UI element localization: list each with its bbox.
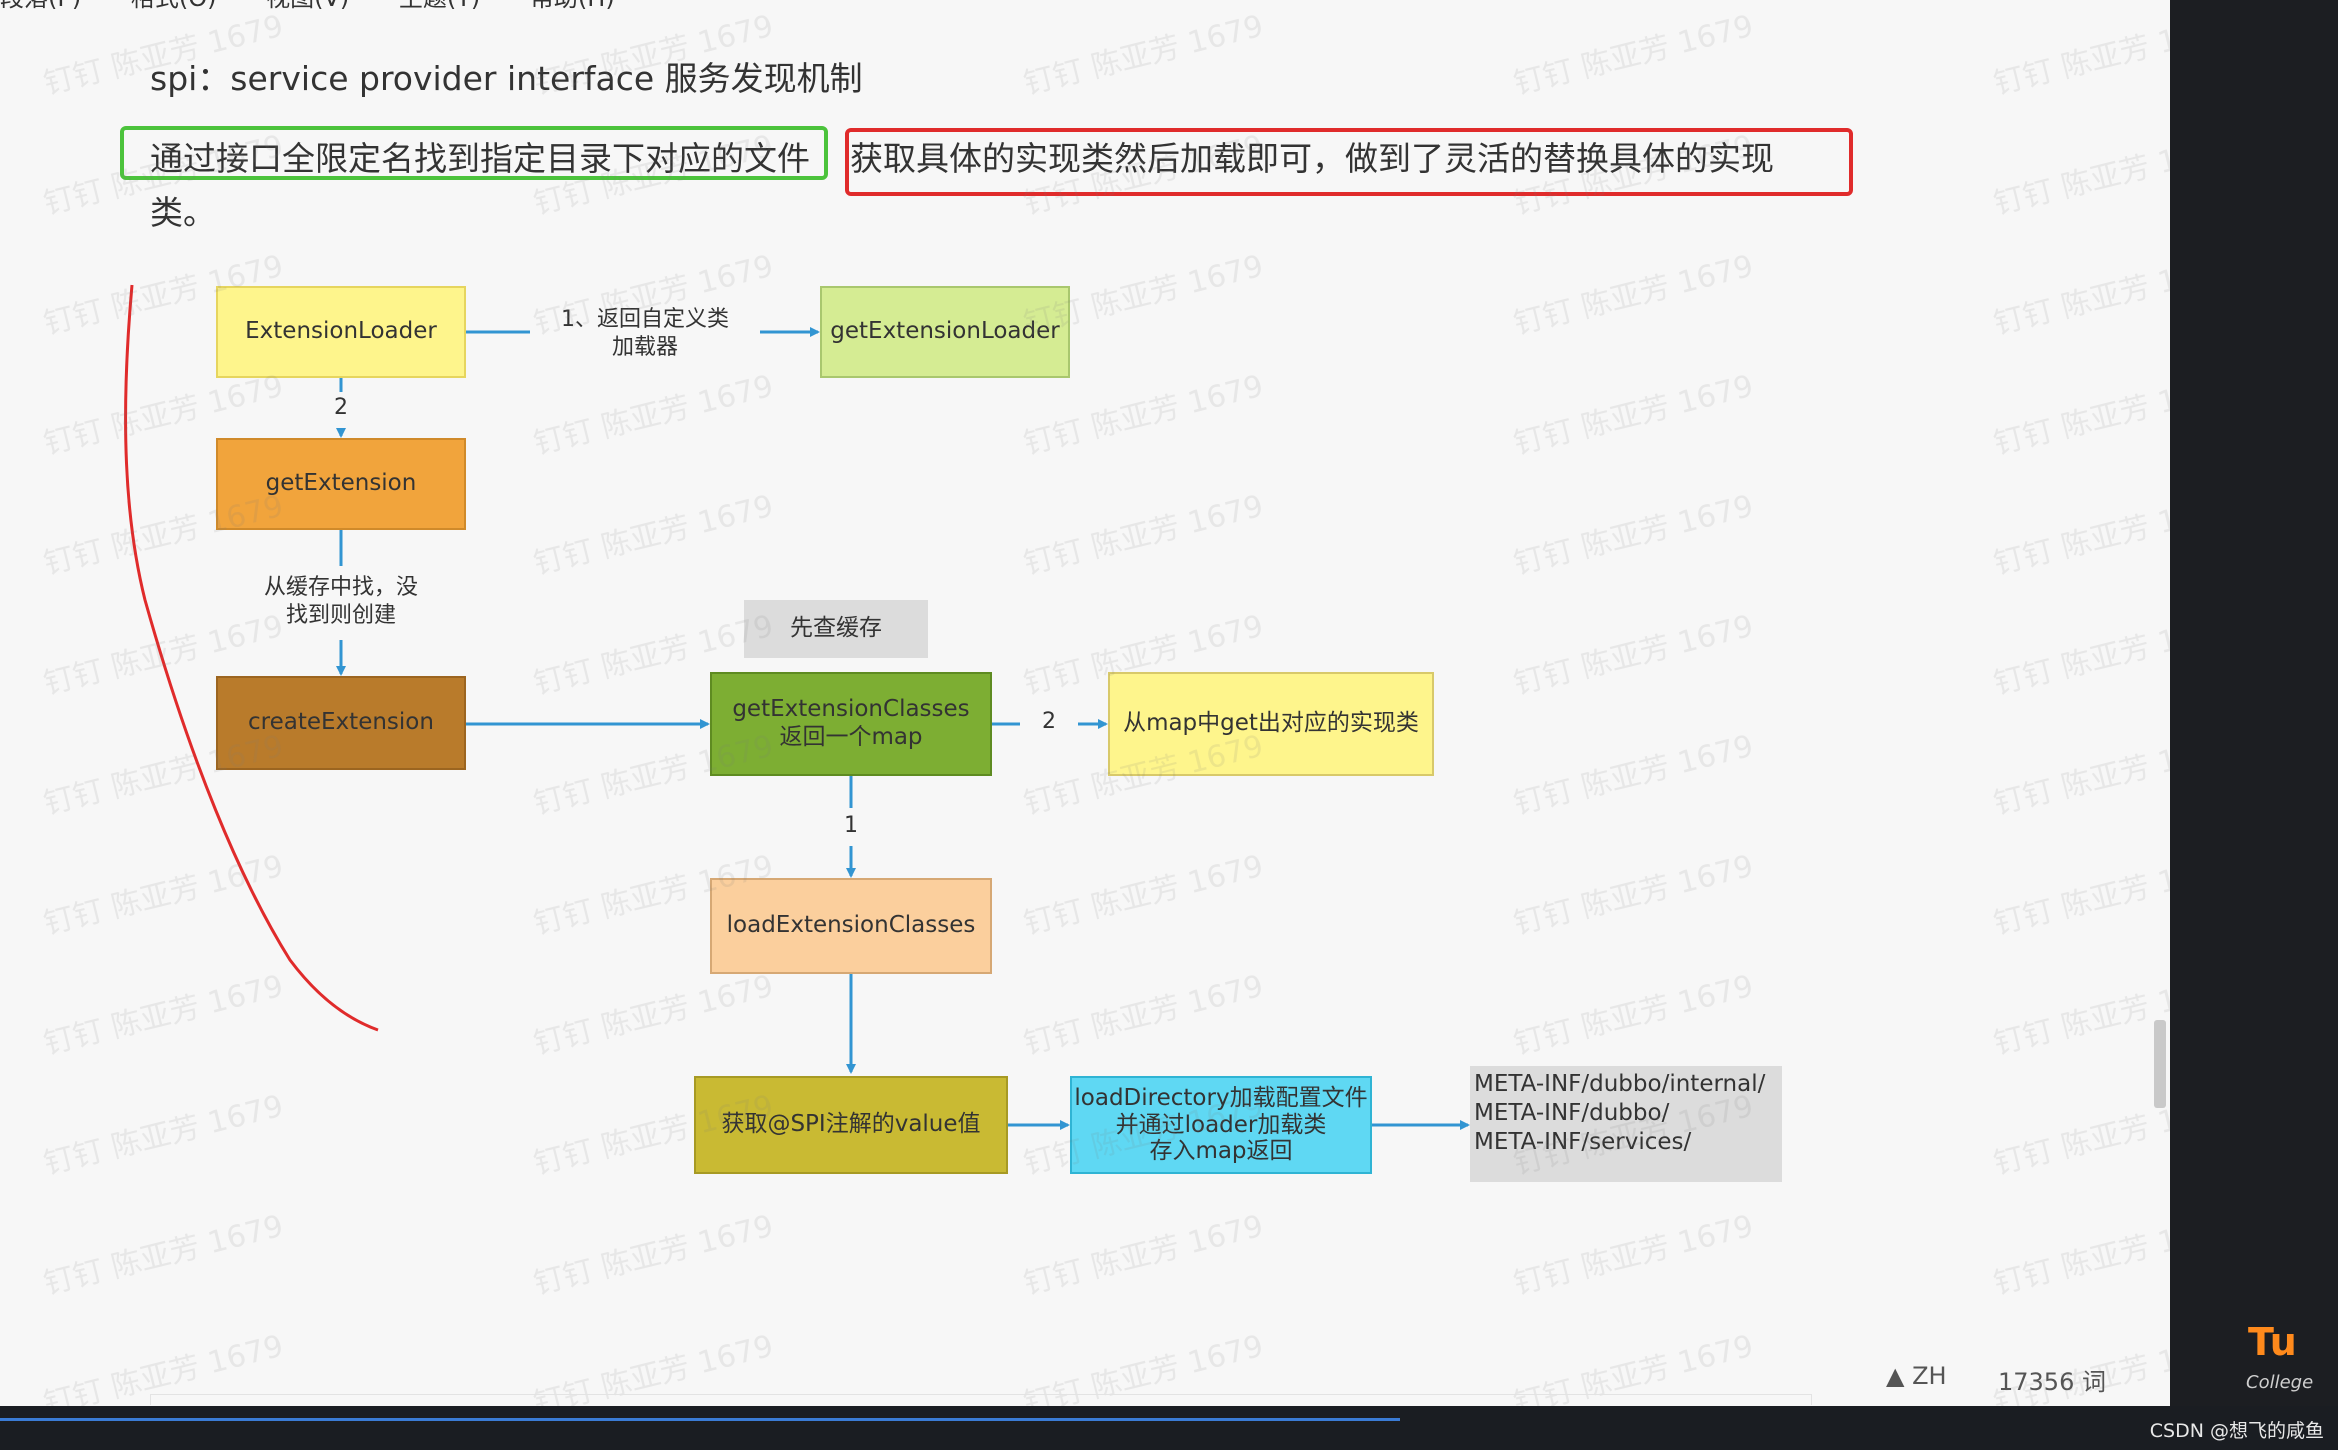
doc-line-end: 类。 [150,193,216,232]
video-side-panel: Tu College [2170,0,2338,1406]
node-extension-loader: ExtensionLoader [216,286,466,378]
node-load-directory-line2: 并通过loader加载类 [1115,1111,1327,1138]
node-load-directory-line1: loadDirectory加载配置文件 [1074,1085,1368,1112]
node-meta-line3: META-INF/services/ [1474,1128,1692,1155]
language-label: ZH [1912,1362,1947,1390]
node-get-extension: getExtension [216,438,466,530]
scrollbar-thumb[interactable] [2154,1020,2166,1108]
video-progress-bar[interactable] [0,1406,2338,1450]
edge-label-cache-create-l2: 找到则创建 [285,602,396,628]
node-get-extension-classes: getExtensionClasses 返回一个map [710,672,992,776]
menu-item-format[interactable]: 格式(O) [131,0,217,12]
edge-label-cache-create: 从缓存中找，没 找到则创建 [236,574,446,629]
node-load-directory-line3: 存入map返回 [1149,1138,1293,1165]
edge-label-2-map: 2 [1042,709,1056,734]
edge-label-return-loader-l2: 加载器 [611,334,678,360]
node-from-map: 从map中get出对应的实现类 [1108,672,1434,776]
node-load-directory: loadDirectory加载配置文件 并通过loader加载类 存入map返回 [1070,1076,1372,1174]
brand-sub-label: College [2246,1372,2314,1393]
warning-icon: ▲ [1886,1362,1905,1390]
progress-fill [0,1418,1400,1421]
node-get-extension-loader: getExtensionLoader [820,286,1070,378]
csdn-credit: CSDN @想飞的咸鱼 [2149,1420,2324,1442]
node-check-cache: 先查缓存 [744,600,928,658]
edge-label-return-loader-l1: 1、返回自定义类 [561,307,729,332]
menu-item-view[interactable]: 视图(V) [266,0,349,12]
node-meta-line1: META-INF/dubbo/internal/ [1474,1071,1766,1097]
edge-label-return-loader: 1、返回自定义类 加载器 [530,306,760,361]
document-area: 段落(P) 格式(O) 视图(V) 主题(T) 帮助(H) spi：servic… [0,0,2237,1422]
node-load-extension-classes: loadExtensionClasses [710,878,992,974]
diagram-connectors [124,284,1470,1130]
doc-line-spi: spi：service provider interface 服务发现机制 [150,59,863,98]
node-get-spi-value: 获取@SPI注解的value值 [694,1076,1008,1174]
red-highlight-box [845,128,1853,196]
green-highlight-box [120,126,828,180]
doc-line-find-file: 通过接口全限定名找到指定目录下对应的文件 [150,139,810,178]
language-indicator[interactable]: ▲ ZH [1886,1362,1947,1390]
node-get-extension-classes-title: getExtensionClasses [732,696,970,723]
edge-label-cache-create-l1: 从缓存中找，没 [263,575,418,600]
edge-label-1-load: 1 [844,813,858,838]
menu-bar: 段落(P) 格式(O) 视图(V) 主题(T) 帮助(H) [0,0,657,16]
red-annotation-stroke [124,284,379,1032]
horizontal-divider [150,1394,1812,1405]
word-count: 17356 词 [1998,1368,2106,1396]
brand-logo: Tu [2248,1320,2297,1364]
node-meta-inf-paths: META-INF/dubbo/internal/ META-INF/dubbo/… [1470,1066,1782,1182]
node-meta-line2: META-INF/dubbo/ [1474,1099,1670,1126]
menu-item-theme[interactable]: 主题(T) [399,0,480,12]
doc-line-load-impl: 获取具体的实现类然后加载即可，做到了灵活的替换具体的实现 [850,139,1774,178]
edge-label-2-getext: 2 [334,395,348,420]
menu-item-paragraph[interactable]: 段落(P) [0,0,81,12]
node-get-extension-classes-sub: 返回一个map [779,724,923,750]
node-create-extension: createExtension [216,676,466,770]
menu-item-help[interactable]: 帮助(H) [530,0,615,12]
